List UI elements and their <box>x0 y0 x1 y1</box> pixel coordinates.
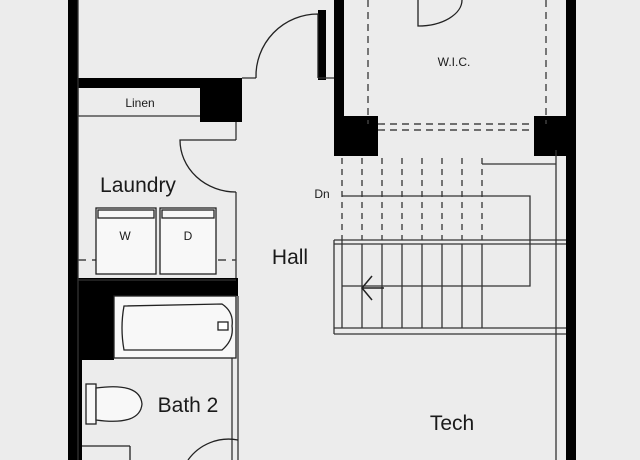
linen-wall-block <box>200 78 242 122</box>
laundry-label: Laundry <box>100 174 176 197</box>
staircase <box>333 158 566 335</box>
stair-direction-label: Dn <box>314 187 329 201</box>
left-outer-wall <box>68 0 78 460</box>
washer-label: W <box>119 229 131 243</box>
wic-right-wall <box>566 0 576 120</box>
dryer-label: D <box>184 229 193 243</box>
washer <box>95 207 157 275</box>
wic-door-swing <box>417 0 463 27</box>
bath-door <box>187 438 239 460</box>
wic-label: W.I.C. <box>438 55 471 69</box>
wic-shelves <box>367 0 547 131</box>
hall-label: Hall <box>272 246 308 269</box>
tech-label: Tech <box>430 412 474 435</box>
right-outer-wall <box>566 0 576 460</box>
wic-bottom-left-pier <box>334 116 378 156</box>
wic-left-wall <box>334 0 344 120</box>
bathtub <box>113 295 237 359</box>
partition-door-jamb <box>318 10 326 80</box>
stair-direction-arrow <box>361 275 384 301</box>
hall-top-door <box>255 13 319 79</box>
laundry-door <box>179 139 237 193</box>
door-swings <box>179 13 319 460</box>
vanity <box>82 445 131 460</box>
bath-label: Bath 2 <box>158 394 219 417</box>
linen-label: Linen <box>125 96 154 110</box>
toilet <box>85 383 143 425</box>
walls <box>68 0 576 460</box>
bath-left-wall-block <box>68 290 114 360</box>
wic-bottom-right-pier <box>534 116 576 156</box>
dryer <box>159 207 217 275</box>
bath-top-wall <box>68 360 82 460</box>
top-left-wall-segment <box>68 78 242 88</box>
